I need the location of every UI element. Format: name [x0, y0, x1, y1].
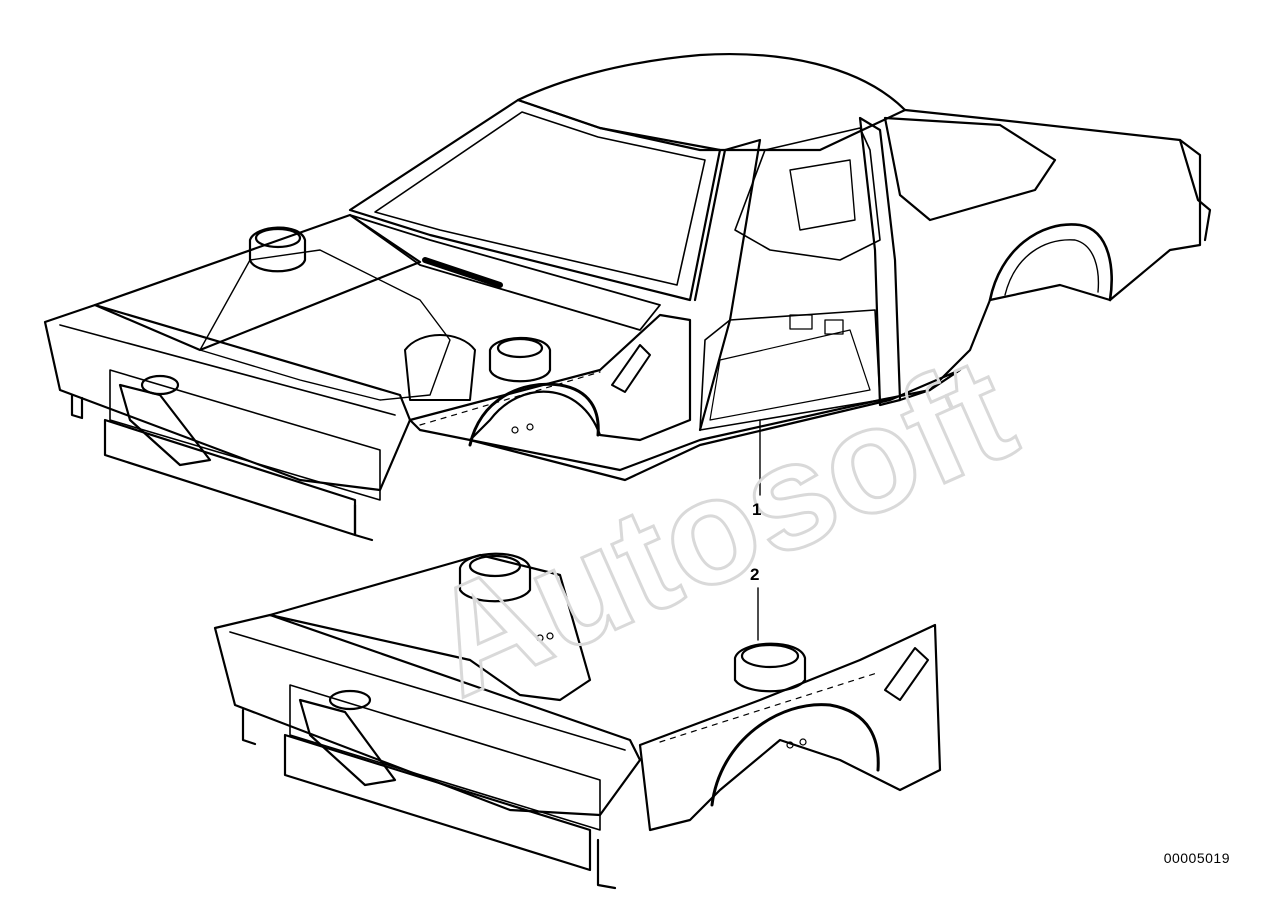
- front-section-strut-top-left: [468, 554, 522, 578]
- kidney-grille-opening: [118, 383, 212, 467]
- front-section-arch-hole-1: [786, 741, 794, 749]
- strut-top-left: [254, 227, 302, 249]
- front-wheel-arch-liner: [468, 382, 600, 447]
- front-section-headlamp-bowl: [328, 689, 372, 711]
- transmission-tunnel: [404, 334, 476, 401]
- a-pillar: [693, 138, 762, 432]
- rear-seat-recess: [789, 159, 856, 231]
- front-section-grille-opening: [298, 698, 397, 787]
- front-section-radiator-support: [289, 684, 601, 831]
- rear-bumper-edge: [1178, 138, 1212, 242]
- arch-rivet-line: [419, 371, 601, 426]
- front-section-inner-fender: [638, 623, 942, 832]
- front-section-strut-top-right: [740, 643, 800, 669]
- front-section-crossmember: [283, 733, 592, 872]
- headlamp-bowl: [140, 374, 180, 396]
- radiator-support: [109, 369, 381, 501]
- rear-interior-floor: [734, 127, 881, 261]
- windshield-inner: [374, 111, 706, 286]
- front-section-strut-tower-right: [733, 642, 807, 693]
- rear-quarter-window: [883, 116, 1057, 222]
- front-section-arch-hole-2: [799, 738, 807, 746]
- front-crossmember: [103, 418, 357, 537]
- roof-panel: [516, 52, 907, 152]
- callout-label-2: 2: [750, 565, 760, 584]
- arch-hole-1: [511, 426, 519, 434]
- engine-bay-inner: [199, 249, 451, 401]
- front-section-assembly: [213, 552, 942, 890]
- diagram-code: 00005019: [1163, 850, 1230, 866]
- rear-quarter-panel: [898, 108, 1202, 402]
- front-apron-top-edge: [59, 324, 396, 416]
- front-section-apron-top-edge: [229, 631, 626, 751]
- front-section-frame-top: [268, 553, 592, 702]
- front-section-hole-2: [546, 632, 554, 640]
- arch-hole-2: [526, 423, 534, 431]
- spring-seat-triangle: [611, 344, 651, 393]
- cowl-vent: [422, 257, 503, 288]
- front-section-spring-seat-triangle: [884, 647, 929, 701]
- rear-wheel-arch: [988, 223, 1113, 302]
- callout-label-1: 1: [752, 500, 762, 519]
- floor-hole-2: [824, 319, 844, 335]
- rear-wheel-arch-inner: [1004, 239, 1100, 296]
- side-sill: [468, 368, 962, 482]
- body-shell-assembly: [43, 52, 1212, 542]
- front-apron: [43, 303, 412, 492]
- windshield-frame: [348, 98, 722, 302]
- front-section-strut-tower-left: [458, 552, 532, 603]
- front-leg-right: [353, 503, 374, 542]
- front-section-leg-right: [596, 838, 617, 890]
- front-section-apron: [213, 613, 642, 817]
- front-wheel-arch: [408, 313, 692, 442]
- front-section-rivet-line: [659, 671, 881, 743]
- firewall: [349, 214, 661, 331]
- front-leg-left: [70, 393, 84, 420]
- floor-hole-1: [789, 314, 813, 330]
- front-section-hole-1: [536, 634, 544, 642]
- front-section-leg-left: [241, 708, 257, 746]
- strut-top-right: [496, 337, 544, 359]
- front-section-arch-liner: [710, 703, 880, 807]
- front-left-strut-tower: [248, 226, 307, 273]
- floor-pan: [709, 329, 871, 421]
